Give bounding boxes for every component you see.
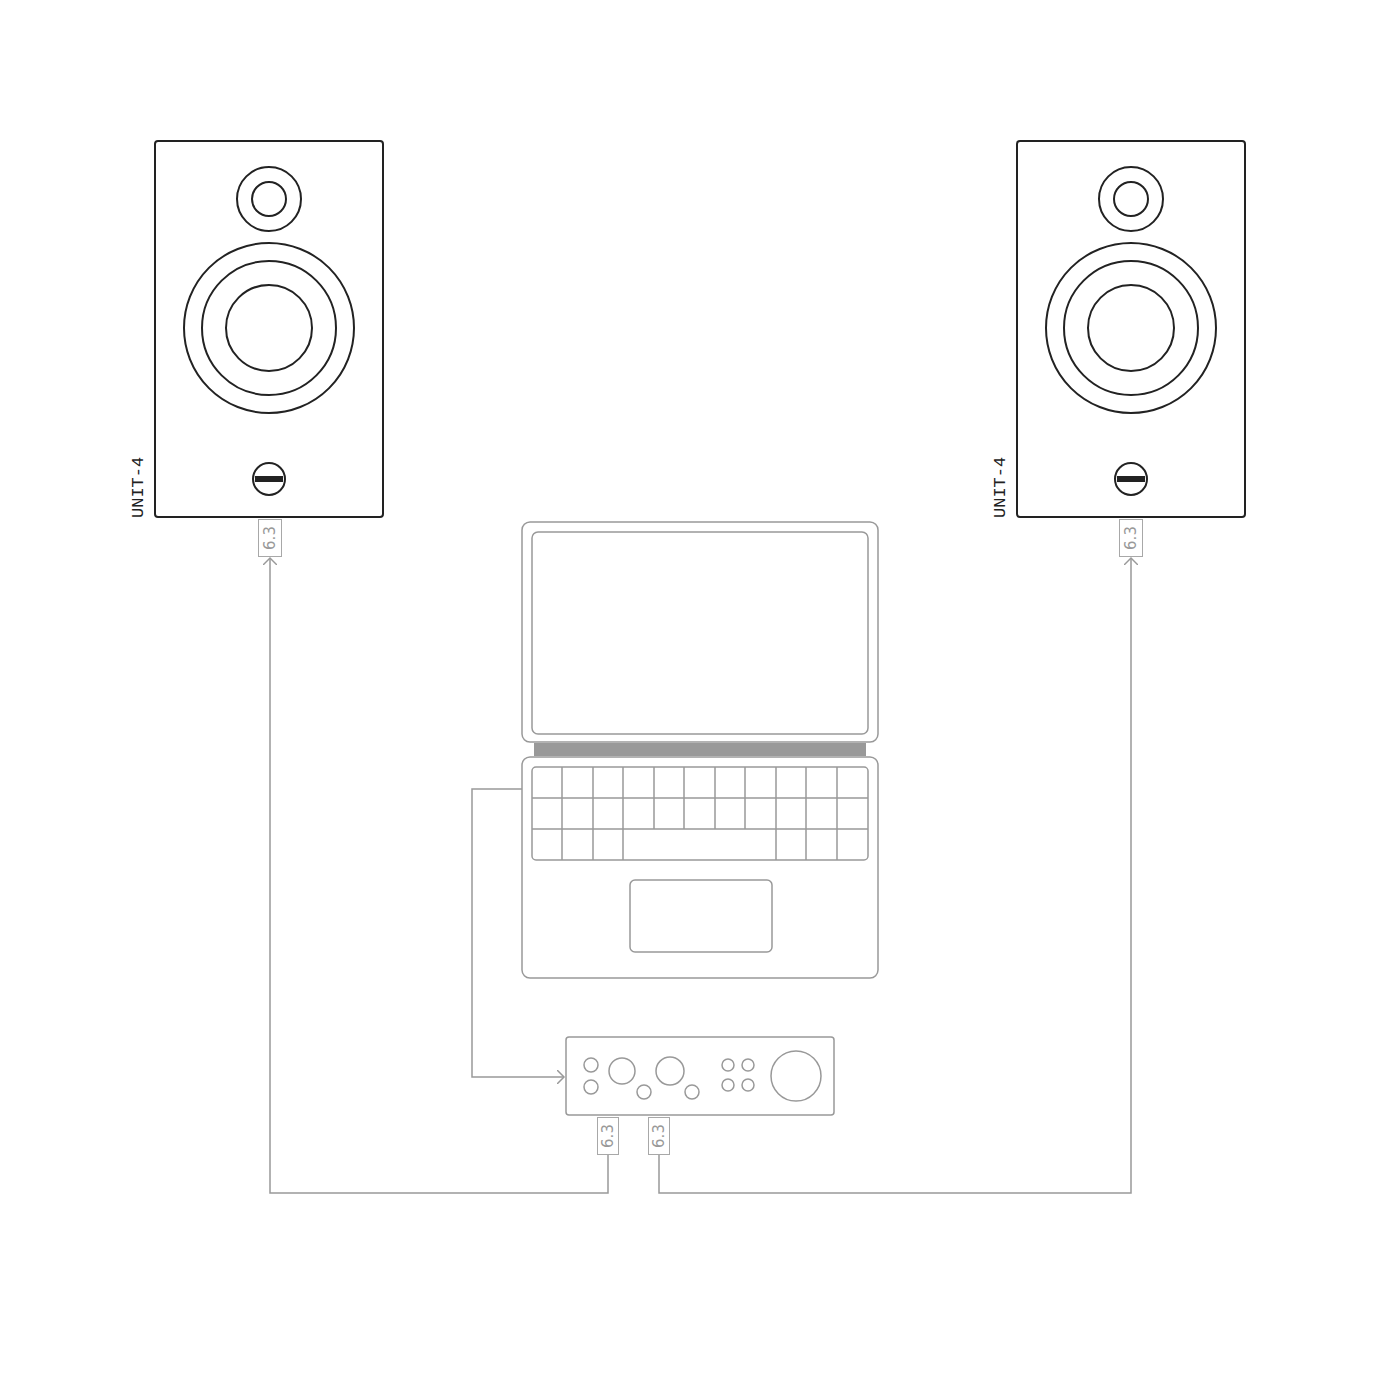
jack-box: 6.3 [597,1117,619,1155]
jack-size: 6.3 [263,526,278,550]
audio-interface [566,1037,834,1115]
speaker-drivers [1046,167,1216,495]
audio-cable [270,558,608,1193]
laptop [522,522,878,978]
audio-cable [659,558,1131,1193]
jack-box: 6.3 [258,519,282,557]
jack-size: 6.3 [601,1124,616,1148]
jack-size: 6.3 [652,1124,667,1148]
usb-wire [472,789,564,1077]
jack-size: 6.3 [1124,526,1139,550]
speaker-drivers [184,167,354,495]
speaker-box: UNIT-4 [1016,140,1246,518]
speaker-box: UNIT-4 [154,140,384,518]
model-label: UNIT-4 [130,457,147,518]
model-label: UNIT-4 [992,457,1009,518]
jack-box: 6.3 [1119,519,1143,557]
jack-box: 6.3 [648,1117,670,1155]
